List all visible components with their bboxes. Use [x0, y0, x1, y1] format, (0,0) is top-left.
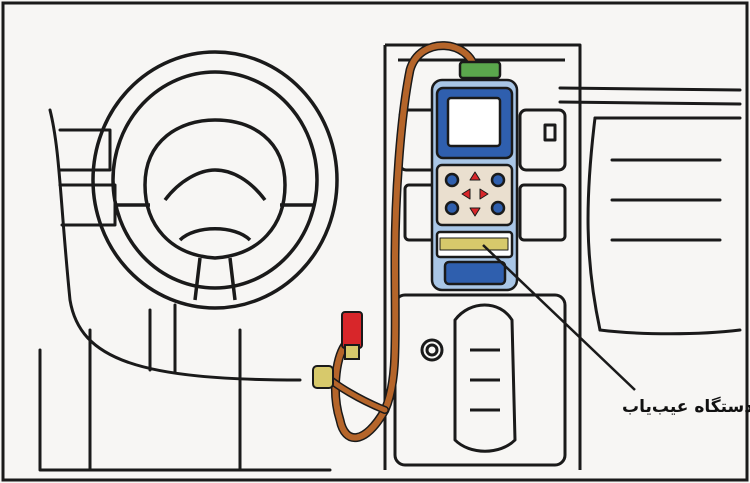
device-top-connector — [458, 60, 502, 80]
callout-label: دستگاه عیب‌یاب — [622, 397, 750, 417]
device-arrow-down — [469, 207, 481, 217]
yellow-connector — [312, 365, 334, 389]
device-button — [444, 172, 460, 188]
device-arrow-right — [479, 188, 489, 200]
device-button — [444, 200, 460, 216]
red-connector — [341, 311, 363, 349]
device-bottom-connector — [443, 260, 507, 286]
callout-leader-line — [482, 244, 636, 391]
device-arrow-left — [461, 188, 471, 200]
device-button — [490, 200, 506, 216]
device-arrow-up — [469, 171, 481, 181]
dashboard-outline — [38, 86, 742, 472]
device-button — [490, 172, 506, 188]
diagnostic-device — [430, 60, 519, 292]
device-screen — [446, 96, 502, 148]
steering-wheel — [91, 50, 339, 310]
diagnostic-cable-fill — [332, 42, 478, 441]
console-knob — [420, 338, 444, 362]
